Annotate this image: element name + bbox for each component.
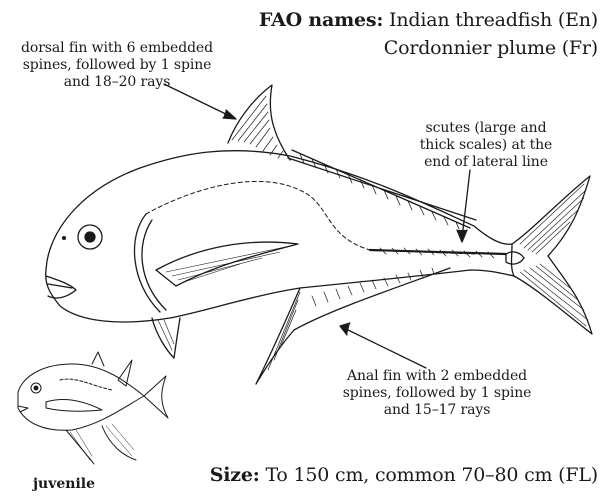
fish-body: [46, 151, 514, 322]
size-info: Size: To 150 cm, common 70–80 cm (FL): [210, 464, 598, 486]
size-label: Size:: [210, 464, 260, 486]
english-name: Indian threadfish (En): [389, 9, 598, 31]
scutes-label-line3: end of lateral line: [398, 154, 574, 171]
anal-label-line2: spines, followed by 1 spine: [292, 385, 582, 402]
french-name: Cordonnier plume (Fr): [198, 34, 598, 62]
mouth: [46, 276, 76, 298]
fao-names-block: FAO names: Indian threadfish (En) Cordon…: [198, 6, 598, 62]
scutes-label-line1: scutes (large and: [398, 120, 574, 137]
pelvic-fin: [152, 318, 180, 358]
dorsal-fin: [228, 85, 290, 160]
anal-arrow: [344, 328, 426, 368]
anal-fin: [256, 268, 450, 384]
caudal-fin: [512, 176, 592, 334]
fao-names-label: FAO names:: [259, 9, 383, 31]
dorsal-label-line3: and 18–20 rays: [4, 74, 230, 91]
dorsal-label-line1: dorsal fin with 6 embedded: [4, 40, 230, 57]
fao-names-line-en: FAO names: Indian threadfish (En): [198, 6, 598, 34]
anal-label-line1: Anal fin with 2 embedded: [292, 368, 582, 385]
juvenile-caption: juvenile: [28, 476, 100, 492]
dorsal-fin-rays: [232, 96, 283, 158]
scutes-label-line2: thick scales) at the: [398, 137, 574, 154]
scutes: [370, 250, 506, 254]
anal-fin-label: Anal fin with 2 embedded spines, followe…: [292, 368, 582, 419]
dorsal-fin-label: dorsal fin with 6 embedded spines, follo…: [4, 40, 230, 91]
dorsal-label-line2: spines, followed by 1 spine: [4, 57, 230, 74]
size-text: To 150 cm, common 70–80 cm (FL): [265, 464, 598, 486]
lateral-line: [146, 181, 474, 254]
scutes-label: scutes (large and thick scales) at the e…: [398, 120, 574, 171]
juvenile-fish: [18, 352, 168, 464]
anal-label-line3: and 15–17 rays: [292, 402, 582, 419]
